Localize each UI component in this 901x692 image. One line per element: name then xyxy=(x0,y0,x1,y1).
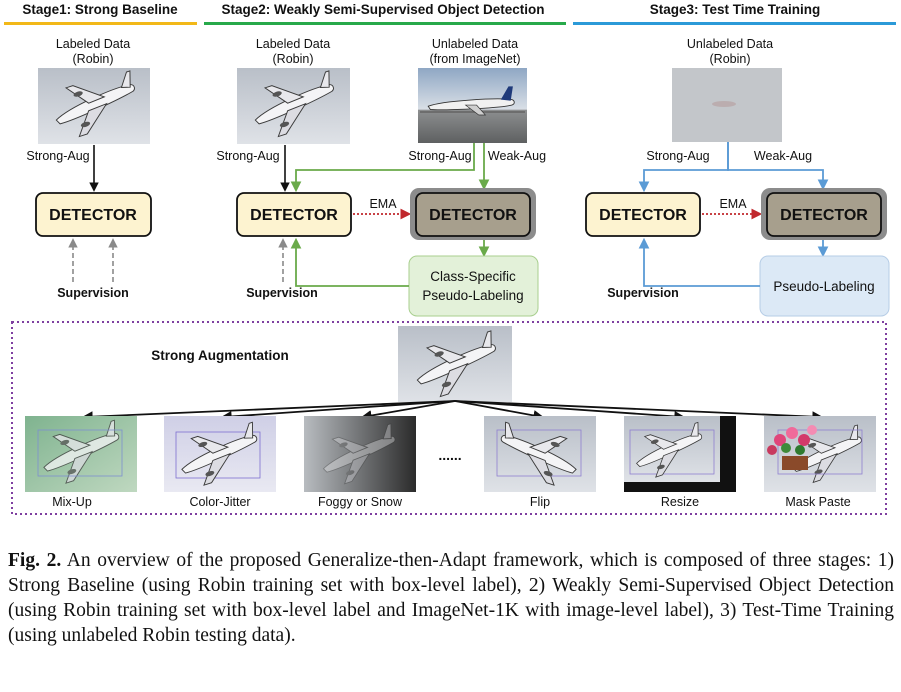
stage3-teacher-label: DETECTOR xyxy=(780,207,868,224)
stage2-supervision-label: Supervision xyxy=(246,286,318,300)
stage2-unlabeled-strong-arrow xyxy=(290,143,475,193)
stage2-imagenet-image xyxy=(418,68,527,143)
stage3-title: Stage3: Test Time Training xyxy=(650,2,821,17)
stage2-strong-aug-label: Strong-Aug xyxy=(216,149,279,163)
stage2-csp-label-2: Pseudo-Labeling xyxy=(422,288,523,303)
aug-label-resize: Resize xyxy=(661,495,699,509)
framework-diagram: Stage1: Strong Baseline Stage2: Weakly S… xyxy=(4,2,896,515)
stage2-student-detector xyxy=(236,192,352,237)
stage2-robin-image xyxy=(237,66,350,144)
aug-thumb-flip xyxy=(484,416,596,492)
aug-label-flip: Flip xyxy=(530,495,550,509)
stage1-bar xyxy=(4,22,197,25)
stage3-ema-label: EMA xyxy=(719,197,747,211)
stage2-weak-aug-label: Weak-Aug xyxy=(488,149,546,163)
stage3-student-label: DETECTOR xyxy=(599,207,687,224)
stage3-teacher-detector xyxy=(766,192,882,237)
stage1-labeled-label: Labeled Data xyxy=(56,37,130,51)
stage3-pl-feedback-arrow xyxy=(638,237,760,287)
stage1-labeled-sub: (Robin) xyxy=(73,52,114,66)
stage1-title: Stage1: Strong Baseline xyxy=(22,2,178,17)
stage1-detector xyxy=(35,192,152,237)
stage2-teacher-detector xyxy=(415,192,531,237)
aug-thumb-foggy xyxy=(304,416,416,492)
stage2-csp-label-1: Class-Specific xyxy=(430,269,516,284)
stage3-foggy-image xyxy=(672,68,782,142)
stage3-strong-aug-label: Strong-Aug xyxy=(646,149,709,163)
aug-ellipsis: ...... xyxy=(438,447,461,463)
stage2-unlabeled-label: Unlabeled Data xyxy=(432,37,518,51)
aug-thumb-resize xyxy=(624,416,736,492)
stage2-title: Stage2: Weakly Semi-Supervised Object De… xyxy=(221,2,544,17)
aug-label-mixup: Mix-Up xyxy=(52,495,92,509)
stage2-teacher-label: DETECTOR xyxy=(429,207,517,224)
figure-caption: Fig. 2. An overview of the proposed Gene… xyxy=(8,548,894,648)
stage3-supervision-label: Supervision xyxy=(607,286,679,300)
strong-augmentation-title: Strong Augmentation xyxy=(151,348,289,363)
stage2-labeled-label: Labeled Data xyxy=(256,37,330,51)
stage1-robin-image xyxy=(38,66,150,144)
flower-pot-icon xyxy=(767,425,817,470)
stage3-bar xyxy=(573,22,896,25)
stage2-strong-aug-label-2: Strong-Aug xyxy=(408,149,471,163)
stage1-strong-aug-label: Strong-Aug xyxy=(26,149,89,163)
stage2-pl-feedback-arrow xyxy=(290,237,409,287)
stage3-pl-label: Pseudo-Labeling xyxy=(773,279,874,294)
augmentation-source-image xyxy=(398,326,512,403)
augmentation-fanout-arrows xyxy=(81,400,824,423)
stage1-supervision-label: Supervision xyxy=(57,286,129,300)
caption-text: An overview of the proposed Generalize-t… xyxy=(8,550,894,646)
aug-label-foggy: Foggy or Snow xyxy=(318,495,403,509)
aug-thumb-color-jitter xyxy=(164,416,276,492)
strong-augmentation-panel xyxy=(11,321,887,515)
stage2-student-label: DETECTOR xyxy=(250,207,338,224)
stage3-weak-aug-label: Weak-Aug xyxy=(754,149,812,163)
stage2-unlabeled-sub: (from ImageNet) xyxy=(430,52,521,66)
stage2-bar xyxy=(204,22,566,25)
stage3-unlabeled-label: Unlabeled Data xyxy=(687,37,773,51)
stage3-unlabeled-sub: (Robin) xyxy=(710,52,751,66)
stage2-ema-label: EMA xyxy=(369,197,397,211)
aug-label-color-jitter: Color-Jitter xyxy=(189,495,250,509)
aug-thumb-mixup xyxy=(25,416,137,492)
aug-thumb-mask-paste xyxy=(764,416,876,492)
stage3-weak-arrow xyxy=(727,142,829,191)
caption-label: Fig. 2. xyxy=(8,550,62,571)
stage2-labeled-sub: (Robin) xyxy=(273,52,314,66)
stage1-detector-label: DETECTOR xyxy=(49,207,137,224)
stage3-student-detector xyxy=(585,192,701,237)
aug-label-mask-paste: Mask Paste xyxy=(785,495,850,509)
stage2-class-specific-pl xyxy=(408,255,539,317)
